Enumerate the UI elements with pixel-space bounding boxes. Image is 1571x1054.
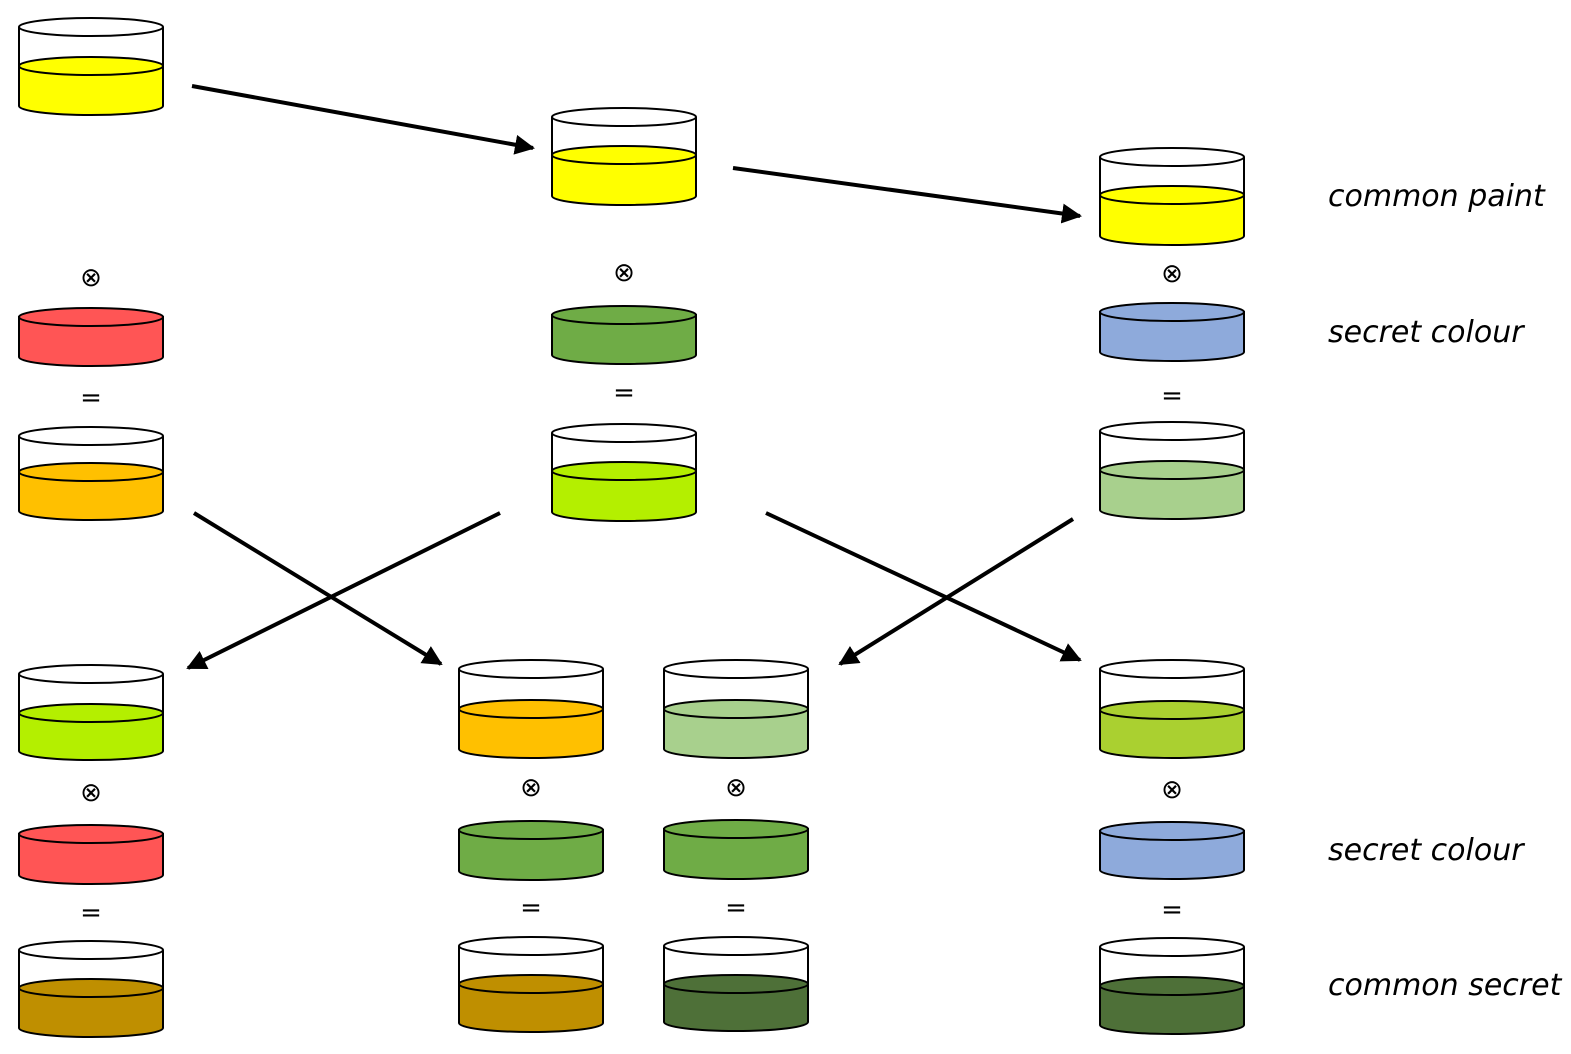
- common-paint-label: common paint: [1328, 179, 1546, 214]
- common-paint-jar: [18, 17, 164, 116]
- common-secret-jar-dark-green: [663, 936, 809, 1032]
- received-jar-pale-green: [663, 659, 809, 759]
- common-secret-label: common secret: [1328, 968, 1563, 1003]
- secret-colour-label: secret colour: [1328, 315, 1525, 350]
- mix-symbol: ⊗: [80, 778, 102, 808]
- common-secret-jar-brown: [458, 936, 604, 1033]
- secret-colour-disc-blue: [1099, 821, 1245, 880]
- arrow-common-paint-to-right: [732, 166, 1082, 224]
- equals-symbol: =: [80, 383, 102, 413]
- arrow-left-mix-to-center-left: [192, 511, 443, 666]
- mix-symbol: ⊗: [520, 773, 542, 803]
- secret-colour-disc-red: [18, 824, 164, 885]
- equals-symbol: =: [1161, 895, 1183, 925]
- secret-colour-label: secret colour: [1328, 833, 1525, 868]
- received-jar-lime: [18, 664, 164, 761]
- mix-symbol: ⊗: [613, 258, 635, 288]
- equals-symbol: =: [613, 378, 635, 408]
- arrow-common-paint-to-middle: [191, 84, 535, 155]
- arrow-middle-mix-to-left: [186, 511, 501, 670]
- paint-containers: [18, 17, 1245, 1038]
- secret-colour-disc-green: [551, 305, 697, 365]
- arrows: [186, 84, 1082, 670]
- secret-colour-disc-red: [18, 307, 164, 367]
- arrow-right-mix-to-center-right: [838, 517, 1075, 666]
- common-paint-jar: [1099, 147, 1245, 246]
- secret-colour-disc-blue: [1099, 302, 1245, 362]
- received-jar-orange: [458, 659, 604, 759]
- operators: ⊗ ⊗ ⊗ = = = ⊗ ⊗ ⊗ ⊗ = = = =: [80, 258, 1183, 928]
- mixture-jar-pale-green: [1099, 421, 1245, 520]
- common-secret-jar-dark-green: [1099, 937, 1245, 1035]
- equals-symbol: =: [725, 893, 747, 923]
- common-paint-jar: [551, 107, 697, 206]
- mixture-jar-orange: [18, 426, 164, 521]
- equals-symbol: =: [80, 898, 102, 928]
- mix-symbol: ⊗: [1161, 259, 1183, 289]
- common-secret-jar-brown: [18, 940, 164, 1038]
- mix-symbol: ⊗: [1161, 775, 1183, 805]
- secret-colour-disc-green: [458, 820, 604, 881]
- secret-colour-disc-green: [663, 819, 809, 880]
- mix-symbol: ⊗: [80, 263, 102, 293]
- received-jar-yellow-green: [1099, 659, 1245, 759]
- mix-symbol: ⊗: [725, 773, 747, 803]
- arrow-middle-mix-to-right: [765, 511, 1082, 662]
- side-labels: common paint secret colour secret colour…: [1328, 179, 1563, 1003]
- equals-symbol: =: [520, 893, 542, 923]
- mixture-jar-lime: [551, 423, 697, 522]
- equals-symbol: =: [1161, 381, 1183, 411]
